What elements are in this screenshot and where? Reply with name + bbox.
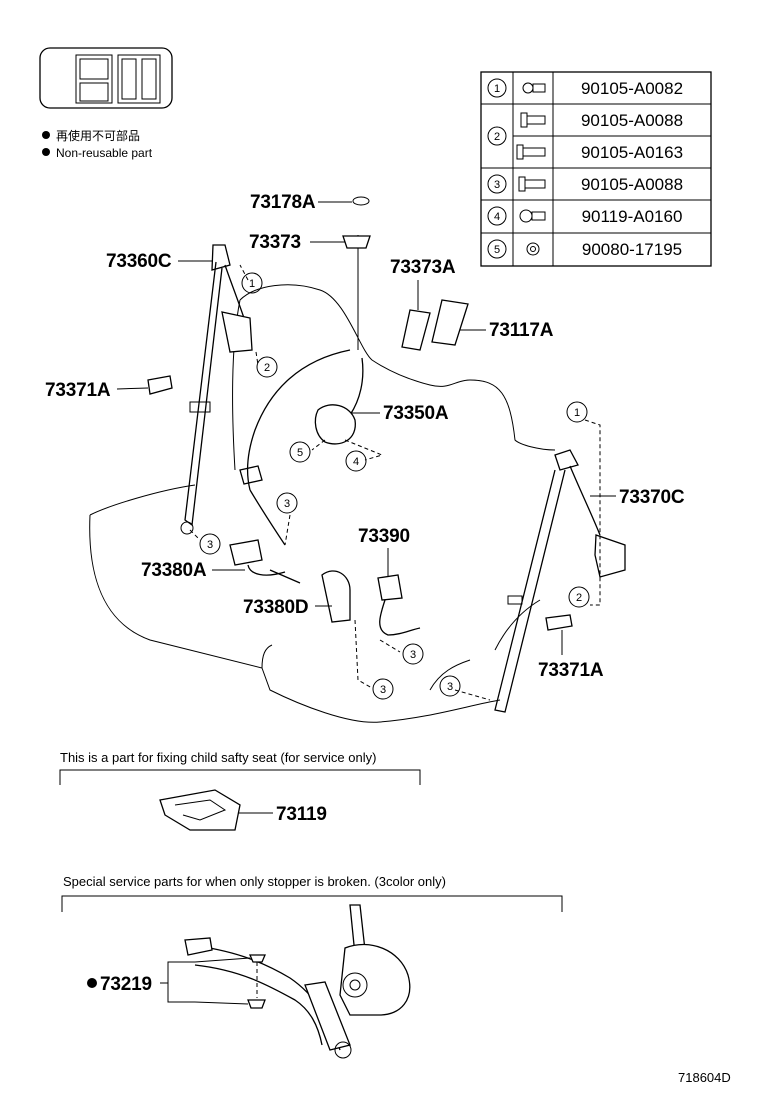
flange-bolt-icon — [518, 176, 546, 192]
rear-seat-outline — [89, 284, 556, 723]
child-seat-section: This is a part for fixing child safty se… — [59, 750, 421, 831]
table-part-number: 90080-17195 — [582, 240, 682, 259]
non-reusable-legend: 再使用不可部品 Non-reusable part — [42, 128, 153, 160]
vehicle-type-icon — [39, 47, 173, 109]
left-belt-guide — [147, 375, 173, 395]
fastener-table: 1 2 3 4 5 90105-A0082 90105-A0088 90105-… — [480, 71, 712, 267]
child-seat-note: This is a part for fixing child safty se… — [60, 750, 376, 765]
label-73380D: 73380D — [243, 597, 308, 618]
label-73350A: 73350A — [383, 403, 449, 424]
callout: 3 — [207, 539, 213, 551]
flange-bolt-icon — [516, 144, 546, 160]
table-part-number: 90105-A0163 — [581, 143, 683, 162]
right-outer-belt-assembly — [494, 449, 626, 713]
legend-en: Non-reusable part — [56, 146, 153, 160]
label-73117A: 73117A — [489, 320, 554, 341]
nut-icon — [526, 242, 540, 256]
stopper-note: Special service parts for when only stop… — [63, 874, 446, 889]
buckle-73380A — [229, 539, 301, 584]
label-73373: 73373 — [249, 232, 301, 253]
nut-bolt-icon — [519, 209, 546, 223]
callout: 3 — [410, 649, 416, 661]
label-73390: 73390 — [358, 526, 410, 547]
table-part-number: 90105-A0088 — [581, 175, 683, 194]
table-ref: 3 — [494, 179, 500, 191]
buckle-73390 — [377, 574, 421, 636]
callout: 5 — [297, 447, 303, 459]
belt-covers — [401, 299, 469, 351]
left-outer-belt-assembly — [180, 244, 253, 535]
label-73371A-right: 73371A — [538, 660, 604, 681]
figure-code: 718604D — [678, 1070, 731, 1085]
callout: 3 — [380, 684, 386, 696]
callout: 3 — [447, 681, 453, 693]
bolt-icon — [522, 82, 546, 94]
legend-jp: 再使用不可部品 — [56, 128, 140, 143]
callout-circles: 1 2 5 4 3 3 1 2 3 3 3 — [199, 272, 590, 700]
table-ref: 4 — [494, 211, 500, 223]
non-reusable-bullet-icon — [87, 978, 97, 988]
table-ref: 2 — [494, 131, 500, 143]
center-belt-assembly — [239, 196, 371, 546]
label-73219: 73219 — [100, 974, 152, 995]
table-ref: 5 — [494, 244, 500, 256]
label-73360C: 73360C — [106, 251, 172, 272]
table-part-number: 90105-A0082 — [581, 79, 683, 98]
callout: 4 — [353, 456, 359, 468]
dashed-leaders — [189, 264, 601, 701]
callout: 2 — [576, 592, 582, 604]
callout: 1 — [574, 407, 580, 419]
buckle-73380D — [321, 570, 351, 623]
label-73380A: 73380A — [141, 560, 207, 581]
callout: 3 — [284, 498, 290, 510]
stopper-section: Special service parts for when only stop… — [61, 874, 563, 1059]
label-73178A: 73178A — [250, 192, 316, 213]
label-73119: 73119 — [276, 804, 327, 825]
bullet-icon — [42, 148, 50, 156]
callout: 1 — [249, 278, 255, 290]
flange-bolt-icon — [520, 112, 546, 128]
table-part-number: 90119-A0160 — [582, 207, 683, 226]
table-ref: 1 — [494, 83, 500, 95]
label-73371A-left: 73371A — [45, 380, 111, 401]
bullet-icon — [42, 131, 50, 139]
callout: 2 — [264, 362, 270, 374]
table-part-number: 90105-A0088 — [581, 111, 683, 130]
part-labels: 73178A 73373 73360C 73373A 73117A 73371A… — [45, 192, 685, 681]
label-73370C: 73370C — [619, 487, 685, 508]
label-73373A: 73373A — [390, 257, 456, 278]
